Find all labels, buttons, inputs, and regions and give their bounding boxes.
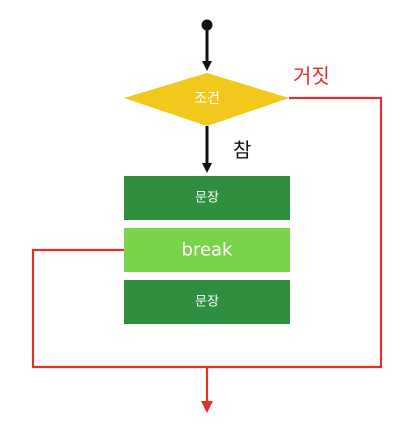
statement-box-top	[124, 176, 290, 220]
statement-bottom-label: 문장	[195, 295, 219, 310]
break-label: break	[182, 240, 234, 261]
false-label: 거짓	[293, 64, 330, 88]
condition-label: 조건	[194, 91, 220, 107]
start-node	[201, 19, 213, 31]
statement-box-bottom	[124, 280, 290, 324]
break-exit-path	[31, 248, 207, 369]
false-path	[207, 96, 383, 369]
break-box	[124, 228, 290, 272]
true-label: 참	[233, 138, 251, 162]
statement-top-label: 문장	[195, 191, 219, 206]
condition-diamond	[124, 73, 289, 126]
